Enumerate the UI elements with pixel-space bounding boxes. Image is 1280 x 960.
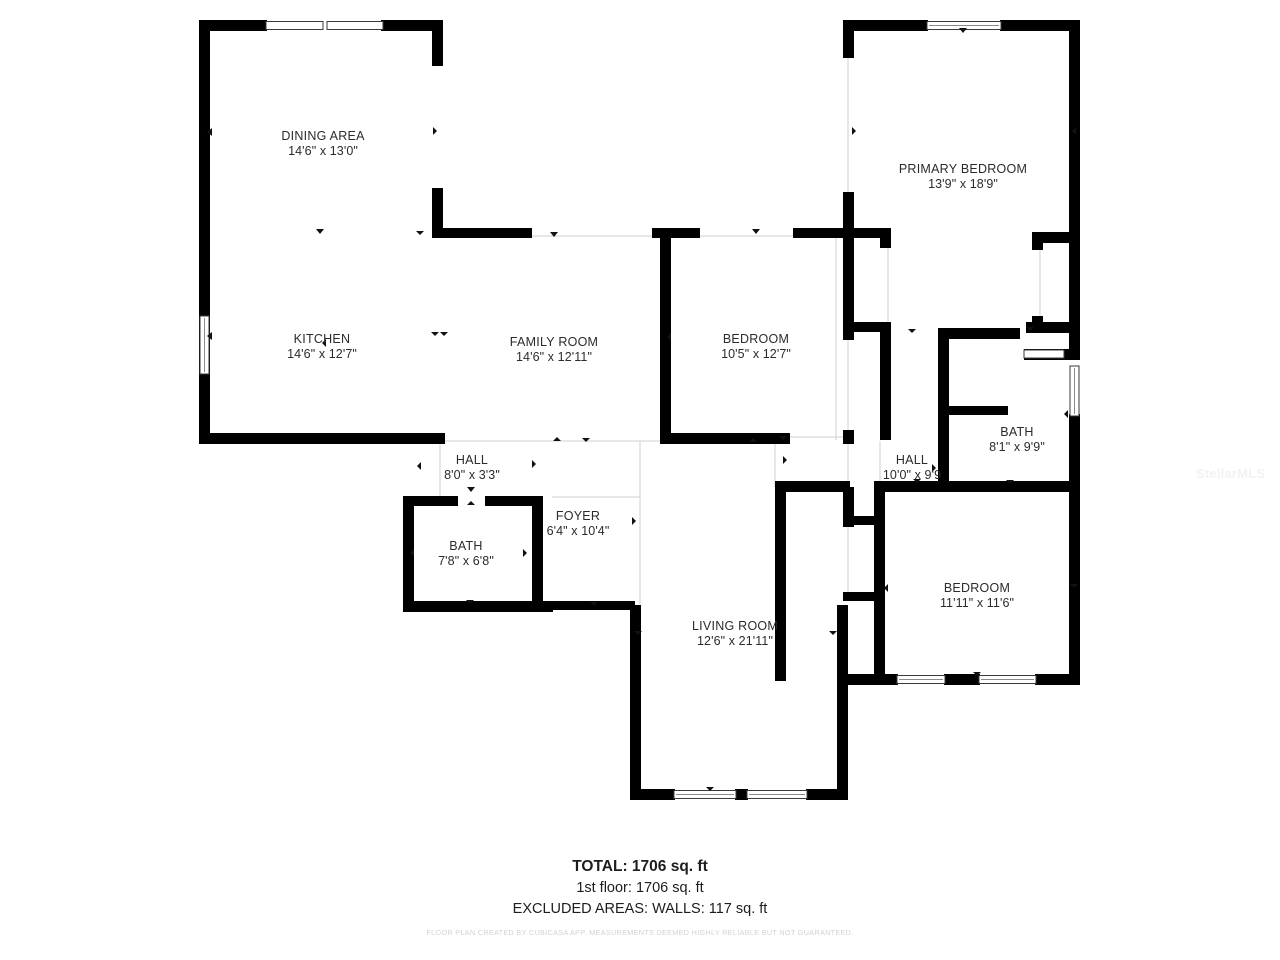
area-summary: TOTAL: 1706 sq. ft 1st floor: 1706 sq. f…	[0, 856, 1280, 919]
total-area-text: TOTAL: 1706 sq. ft	[572, 858, 708, 875]
first-floor-area-text: 1st floor: 1706 sq. ft	[576, 880, 704, 896]
stellar-mls-watermark: StellarMLS	[1196, 466, 1266, 481]
excluded-areas-text: EXCLUDED AREAS: WALLS: 117 sq. ft	[512, 900, 768, 917]
dimension-markers	[207, 28, 1078, 791]
windows	[199, 21, 1080, 799]
disclaimer-text: FLOOR PLAN CREATED BY CUBICASA APP. MEAS…	[426, 928, 854, 937]
walls	[199, 20, 1080, 800]
